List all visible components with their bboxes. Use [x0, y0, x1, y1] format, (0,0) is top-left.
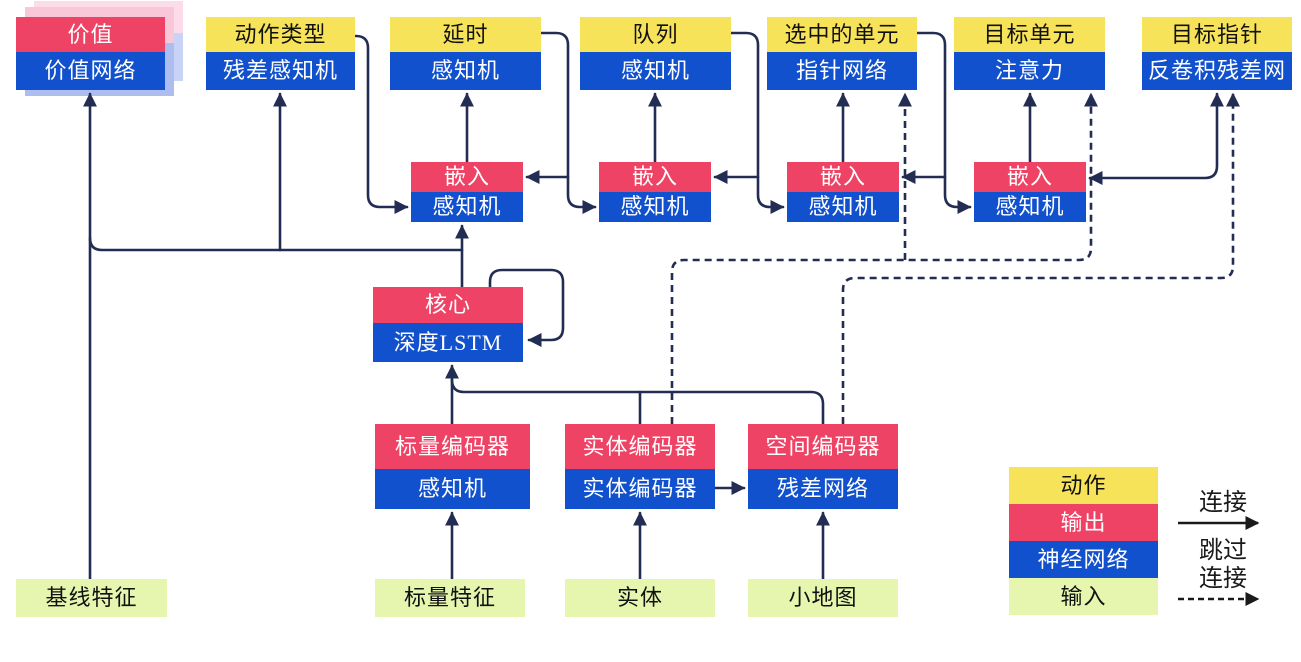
- spatial-encoder-label: 空间编码器: [748, 424, 898, 469]
- spatial-encoder-network: 残差网络: [748, 469, 898, 509]
- head-target-point-network-label: 反卷积残差网: [1142, 52, 1292, 90]
- entity-encoder-network: 实体编码器: [565, 469, 715, 509]
- wire-selected-to-embed4: [915, 31, 972, 215]
- legend-skip-label-line2: 连接: [1199, 566, 1247, 592]
- scalar-encoder: 标量编码器 感知机: [375, 424, 530, 509]
- input-entities-label: 实体: [565, 579, 715, 617]
- head-selected-units: 选中的单元 指针网络: [767, 17, 917, 90]
- head-selected-units-network-label: 指针网络: [767, 52, 917, 90]
- head-queue-action-label: 队列: [580, 17, 731, 52]
- input-minimap-label: 小地图: [748, 579, 898, 617]
- input-baseline-features: 基线特征: [16, 579, 167, 617]
- head-queue: 队列 感知机: [580, 17, 731, 90]
- legend-solid-connection-label: 连接: [1199, 490, 1247, 516]
- legend-arrows: [1178, 515, 1260, 607]
- embed-2-label: 嵌入: [599, 162, 711, 192]
- entity-encoder: 实体编码器 实体编码器: [565, 424, 715, 509]
- embed-3: 嵌入 感知机: [787, 162, 899, 222]
- wire-actiontype-to-embed1: [353, 34, 409, 215]
- head-action-type-network-label: 残差感知机: [206, 52, 355, 90]
- solid-connection-wires: [82, 31, 1225, 581]
- input-scalar-features-label: 标量特征: [375, 579, 525, 617]
- legend-network-label: 神经网络: [1009, 541, 1158, 578]
- wire-lstm-self-loop: [488, 268, 565, 348]
- input-entities: 实体: [565, 579, 715, 617]
- wire-delay-to-embed2: [539, 31, 597, 215]
- legend-skip-label-line1: 跳过: [1199, 538, 1247, 564]
- head-value-network-label: 价值网络: [16, 52, 165, 90]
- head-delay: 延时 感知机: [390, 17, 541, 90]
- wire-encoder-trunk: [450, 378, 825, 426]
- head-target-unit: 目标单元 注意力: [954, 17, 1105, 90]
- embed-4-network: 感知机: [974, 192, 1086, 222]
- embed-3-network: 感知机: [787, 192, 899, 222]
- embed-1-label: 嵌入: [411, 162, 523, 192]
- input-minimap: 小地图: [748, 579, 898, 617]
- wire-trunk-upper: [88, 236, 464, 252]
- embed-4-label: 嵌入: [974, 162, 1086, 192]
- head-value: 价值 价值网络: [16, 17, 165, 90]
- scalar-encoder-network: 感知机: [375, 469, 530, 509]
- core-lstm: 核心 深度LSTM: [373, 287, 523, 362]
- head-delay-action-label: 延时: [390, 17, 541, 52]
- head-action-type: 动作类型 残差感知机: [206, 17, 355, 90]
- entity-encoder-label: 实体编码器: [565, 424, 715, 469]
- input-baseline-features-label: 基线特征: [16, 579, 167, 617]
- head-queue-network-label: 感知机: [580, 52, 731, 90]
- head-target-unit-action-label: 目标单元: [954, 17, 1105, 52]
- legend-action-label: 动作: [1009, 467, 1158, 504]
- spatial-encoder: 空间编码器 残差网络: [748, 424, 898, 509]
- legend-input-label: 输入: [1009, 578, 1158, 615]
- embed-1: 嵌入 感知机: [411, 162, 523, 222]
- core-label: 核心: [373, 287, 523, 323]
- head-value-output-label: 价值: [16, 17, 165, 52]
- embed-1-network: 感知机: [411, 192, 523, 222]
- legend-swatches: 动作 输出 神经网络 输入: [1009, 467, 1158, 615]
- dashed-skip-wires: [670, 92, 1241, 424]
- head-action-type-action-label: 动作类型: [206, 17, 355, 52]
- deep-lstm-label: 深度LSTM: [373, 323, 523, 362]
- wire-embed4-deconv: [1088, 92, 1225, 186]
- wire-queue-to-embed3: [729, 31, 785, 215]
- head-target-point: 目标指针 反卷积残差网: [1142, 17, 1292, 90]
- input-scalar-features: 标量特征: [375, 579, 525, 617]
- head-delay-network-label: 感知机: [390, 52, 541, 90]
- scalar-encoder-label: 标量编码器: [375, 424, 530, 469]
- head-target-point-action-label: 目标指针: [1142, 17, 1292, 52]
- head-target-unit-network-label: 注意力: [954, 52, 1105, 90]
- embed-2-network: 感知机: [599, 192, 711, 222]
- skip-spatialenc-to-deconv: [841, 92, 1241, 424]
- skip-entityenc-to-attention: [670, 92, 1099, 424]
- legend-output-label: 输出: [1009, 504, 1158, 541]
- embed-4: 嵌入 感知机: [974, 162, 1086, 222]
- head-selected-units-action-label: 选中的单元: [767, 17, 917, 52]
- embed-2: 嵌入 感知机: [599, 162, 711, 222]
- embed-3-label: 嵌入: [787, 162, 899, 192]
